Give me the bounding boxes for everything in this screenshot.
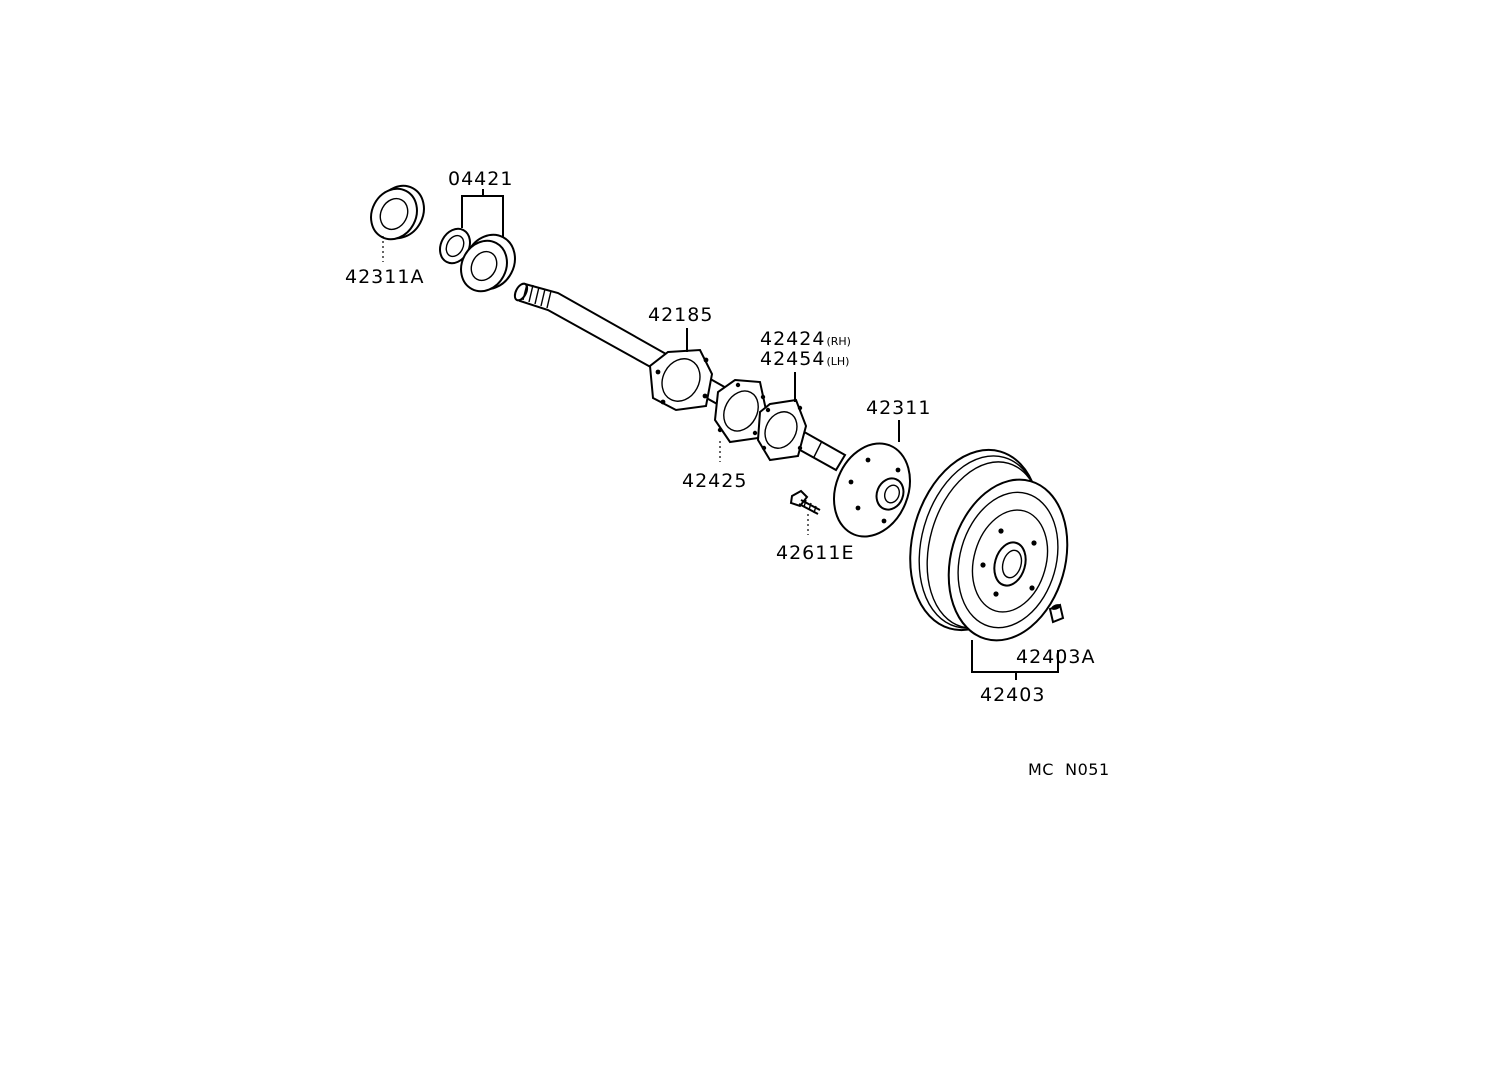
part-number-text: 42425 (682, 470, 748, 492)
part-number-42424: 42424(RH) (760, 330, 851, 349)
part-number-42403A: 42403A (1016, 648, 1095, 667)
oil-seal-42311A (370, 184, 425, 262)
retainer-plate-42425 (713, 378, 768, 462)
part-number-text: 04421 (448, 168, 514, 190)
side-rh-label: (RH) (826, 335, 851, 348)
part-number-text: 42185 (648, 304, 714, 326)
part-number-42454: 42454(LH) (760, 350, 849, 369)
brake-drum-42403 (909, 448, 1069, 680)
part-number-text: 42403 (980, 684, 1046, 706)
part-number-42425: 42425 (682, 472, 747, 491)
part-number-text: 42311A (345, 266, 425, 288)
part-number-text: 42611E (776, 542, 855, 564)
part-number-42611E: 42611E (776, 544, 854, 563)
side-lh-label: (LH) (826, 355, 850, 368)
part-number-text: 42424 (760, 328, 826, 350)
part-number-text: 42454 (760, 348, 826, 370)
part-number-42403: 42403 (980, 686, 1045, 705)
hole-plug-42403A (1048, 603, 1065, 624)
bearing-set-04421 (439, 189, 516, 293)
part-number-04421: 04421 (448, 170, 513, 189)
part-number-42311A: 42311A (345, 268, 424, 287)
diagram-reference-code: MC N051 (1028, 760, 1110, 779)
part-number-text: 42403A (1016, 646, 1096, 668)
gasket-42185 (648, 328, 714, 412)
hub-bolt-42611E (789, 489, 821, 535)
part-number-text: 42311 (866, 397, 932, 419)
part-number-42185: 42185 (648, 306, 713, 325)
axle-hub-flange-42311 (833, 420, 911, 538)
part-number-42311: 42311 (866, 399, 931, 418)
bearing-retainer-42424-42454 (756, 372, 808, 462)
